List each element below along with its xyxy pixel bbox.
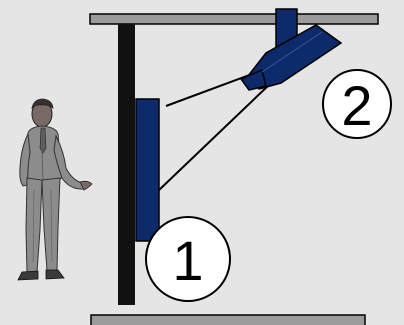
callout-2: 2 [322, 69, 392, 139]
ceiling-mounted-projector [239, 8, 343, 91]
callout-2-label: 2 [341, 74, 372, 137]
callout-1-circle [145, 216, 231, 302]
man-jacket-crease [41, 149, 44, 182]
callout-2-circle [322, 69, 392, 139]
standing-man-figure [17, 98, 93, 281]
wall-post [118, 24, 135, 305]
wall-mounted-panel [135, 98, 160, 242]
callout-1: 1 [145, 216, 231, 302]
projection-beam-lower [157, 83, 271, 192]
projector-body [247, 24, 343, 90]
man-left-arm [19, 132, 31, 187]
projector-lens [239, 68, 267, 91]
man-right-shoe [45, 269, 65, 280]
man-leg-crease-right [50, 189, 53, 263]
projector-edge [261, 31, 323, 73]
man-left-shoe [17, 270, 39, 281]
floor-rail [90, 314, 366, 325]
callout-1-label: 1 [172, 229, 203, 292]
man-leg-crease-left [32, 189, 35, 263]
man-hair [31, 98, 54, 110]
man-right-hand [79, 180, 93, 191]
ceiling-rail [89, 13, 379, 25]
man-tie [39, 127, 47, 154]
